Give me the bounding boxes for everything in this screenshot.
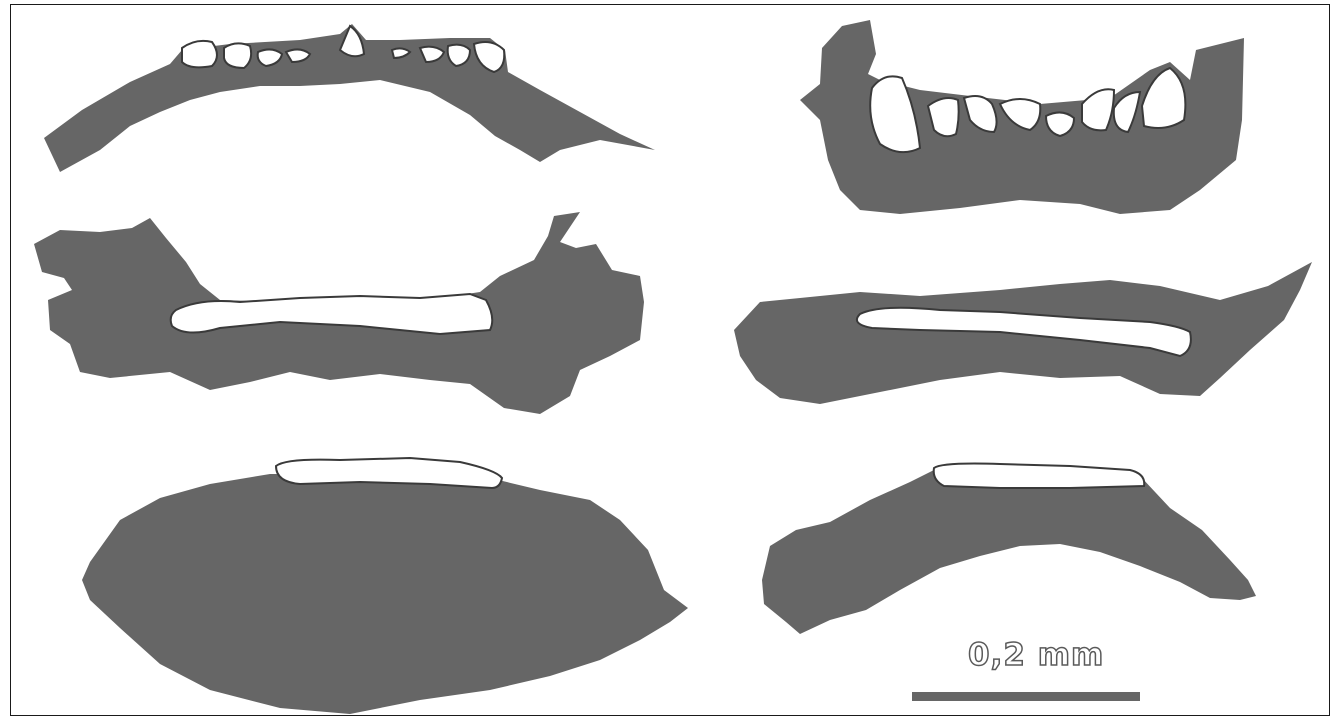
section-middle-right: [734, 262, 1312, 404]
scale-bar: [912, 692, 1140, 701]
scale-bar-label: 0,2 mm: [968, 640, 1104, 671]
section-top-right: [800, 20, 1244, 214]
section-bottom-left: [82, 458, 688, 714]
section-bottom-right: [762, 464, 1256, 635]
section-top-left: [44, 24, 655, 172]
section-middle-left: [34, 212, 644, 414]
